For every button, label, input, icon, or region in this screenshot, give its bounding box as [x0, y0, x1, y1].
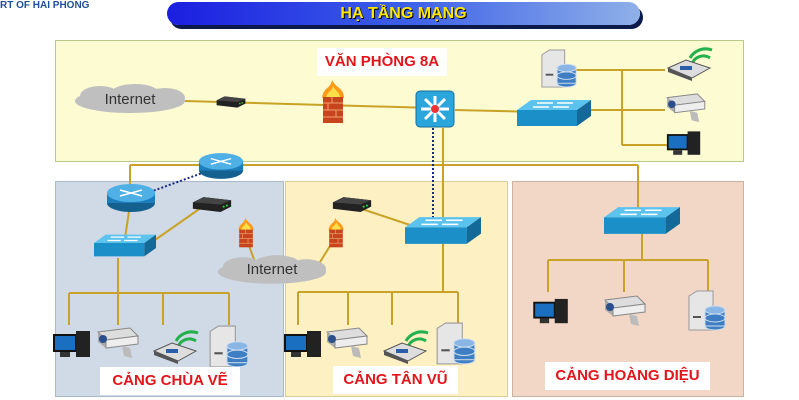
link	[154, 204, 206, 241]
camera-icon	[323, 326, 369, 360]
camera-icon	[600, 294, 648, 328]
switch-icon	[94, 233, 156, 258]
camera-icon	[94, 326, 140, 360]
organization-text: RT OF HAI PHONG	[0, 0, 90, 11]
internet-cloud-icon: Internet	[213, 255, 331, 287]
modem-icon	[190, 196, 234, 213]
server-icon	[540, 48, 578, 90]
switch-icon	[604, 207, 680, 234]
site-label-cang-tan-vu: CẢNG TÂN VŨ	[333, 366, 458, 394]
site-label-cang-hoang-dieu: CẢNG HOÀNG DIỆU	[545, 362, 710, 390]
backup-link	[149, 171, 206, 193]
firewall-icon	[234, 218, 258, 248]
firewall-icon	[320, 80, 346, 124]
cloud-label: Internet	[104, 91, 156, 108]
computer-icon	[283, 330, 323, 360]
switch-icon	[517, 100, 591, 126]
camera-icon	[662, 92, 708, 124]
wifi-access-point-icon	[152, 327, 200, 365]
modem-icon	[215, 95, 247, 109]
computer-icon	[52, 330, 92, 360]
wifi-access-point-icon	[382, 327, 430, 365]
site-label-office-8a: VĂN PHÒNG 8A	[317, 48, 447, 76]
computer-icon	[666, 130, 702, 158]
modem-icon	[330, 196, 374, 213]
router-icon	[106, 183, 156, 213]
page-title: HẠ TẦNG MẠNG	[167, 2, 640, 25]
cloud-label: Internet	[246, 261, 298, 278]
server-icon	[435, 322, 477, 366]
core-switch-icon	[415, 90, 455, 128]
computer-icon	[532, 298, 570, 326]
router-icon	[198, 152, 244, 180]
server-icon	[685, 290, 729, 332]
wifi-access-point-icon	[665, 44, 715, 82]
switch-icon	[405, 217, 481, 244]
site-label-cang-chua-ve: CẢNG CHÙA VẼ	[100, 367, 240, 395]
firewall-icon	[323, 218, 349, 248]
internet-cloud-icon: Internet	[70, 84, 190, 116]
server-icon	[208, 325, 250, 369]
